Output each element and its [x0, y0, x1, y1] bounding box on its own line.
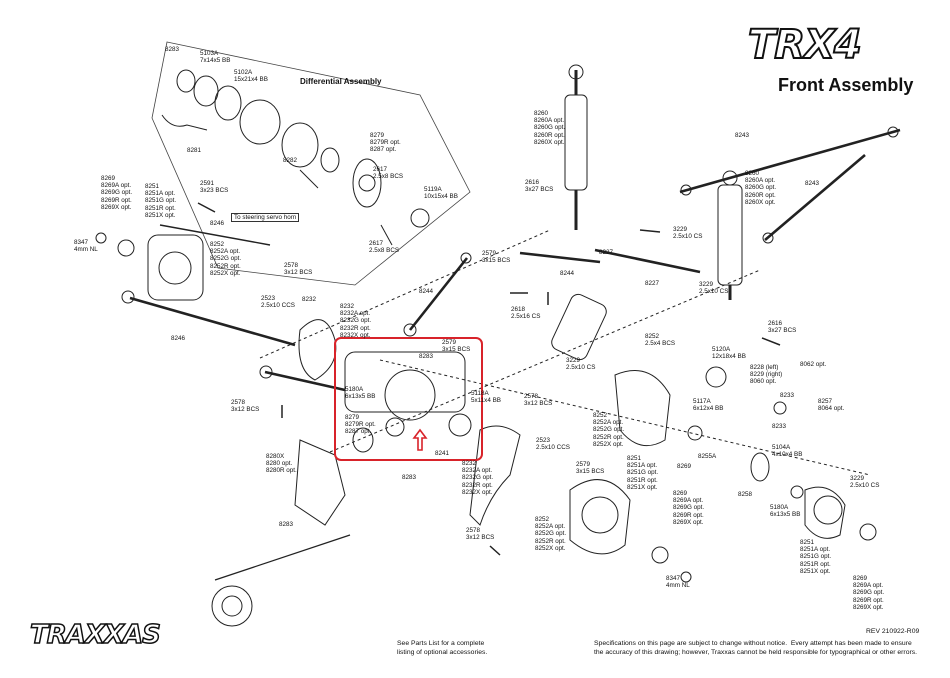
part-label: 8246	[171, 335, 186, 342]
highlight-box	[334, 337, 483, 461]
part-label: 8228 (left) 8229 (right) 8060 opt.	[750, 364, 783, 386]
highlight-arrow-icon	[412, 428, 428, 451]
part-label: 8244	[419, 288, 434, 295]
part-label: 2579 3x15 BCS	[576, 461, 605, 476]
part-label: 8282	[283, 157, 298, 164]
part-label: 8255A	[698, 453, 717, 460]
differential-assembly-title: Differential Assembly	[300, 77, 382, 86]
steering-servo-note: To steering servo horn	[231, 213, 300, 222]
part-label: 2579 3x15 BCS	[442, 339, 471, 354]
part-label: 8232	[302, 296, 317, 303]
part-label: 8232 8232A opt. 8232G opt. 8232R opt. 82…	[462, 460, 494, 496]
part-label: 8246	[210, 220, 225, 227]
part-label: 5103A 7x14x5 BB	[200, 50, 231, 65]
part-label: 2578 3x12 BCS	[284, 262, 313, 277]
part-label: 8283	[419, 353, 434, 360]
trx4-logo: TRX4	[747, 21, 863, 69]
part-label: 5119A 10x15x4 BB	[424, 186, 458, 201]
part-label: 2617 2.5x8 BCS	[373, 166, 404, 181]
part-label: 5104A 4x10x4 BB	[772, 444, 803, 459]
part-label: 8227	[645, 280, 660, 287]
part-label: 3229 2.5x10 CS	[566, 357, 596, 372]
revision-text: REV 210922-R09	[866, 628, 920, 635]
part-label: 8347 4mm NL	[666, 575, 690, 590]
traxxas-logo: TRAXXAS	[29, 619, 161, 651]
part-label: 8269 8269A opt. 8269G opt. 8269R opt. 82…	[673, 490, 705, 526]
part-label: 2616 3x27 BCS	[768, 320, 797, 335]
disclaimer-text: Specifications on this page are subject …	[594, 640, 918, 656]
part-label: 8257 8064 opt.	[818, 398, 845, 413]
part-label: 2578 3x12 BCS	[466, 527, 495, 542]
part-label: 5118A 5x11x4 BB	[471, 390, 501, 405]
page-subtitle: Front Assembly	[778, 75, 914, 95]
part-label: 8252 8252A opt. 8252G opt. 8252R opt. 82…	[593, 412, 625, 448]
part-label: 2616 3x27 BCS	[525, 179, 554, 194]
part-label: 5180A 6x13x5 BB	[770, 504, 801, 519]
part-label: 8251 8251A opt. 8251G opt. 8251R opt. 82…	[800, 539, 832, 575]
part-label: 8260 8260A opt. 8260G opt. 8260R opt. 82…	[534, 110, 566, 146]
part-label: 8233	[780, 392, 795, 399]
part-label: 8252 8252A opt. 8252G opt. 8252R opt. 82…	[210, 241, 242, 277]
part-label: 8251 8251A opt. 8251G opt. 8251R opt. 82…	[627, 455, 659, 491]
part-label: 2591 3x23 BCS	[200, 180, 229, 195]
part-label: 8258	[738, 491, 753, 498]
part-label: 2578 3x12 BCS	[231, 399, 260, 414]
part-label: 5102A 15x21x4 BB	[234, 69, 268, 84]
part-label: 8283	[402, 474, 417, 481]
part-label: 8279 8279R opt. 8287 opt.	[345, 414, 376, 436]
part-label: 8227	[599, 249, 614, 256]
part-label: 5180A 6x13x5 BB	[345, 386, 376, 401]
part-label: 8283	[165, 46, 180, 53]
part-label: 8243	[805, 180, 820, 187]
part-label: 8232 8232A opt. 8232G opt. 8232R opt. 82…	[340, 303, 372, 339]
part-label: 3229 2.5x10 CS	[673, 226, 703, 241]
part-label: 5117A 6x12x4 BB	[693, 398, 724, 413]
part-label: 8283	[279, 521, 294, 528]
part-label: 2578 3x12 BCS	[524, 393, 553, 408]
part-label: 8252 8252A opt. 8252G opt. 8252R opt. 82…	[535, 516, 567, 552]
part-label: 8260 8260A opt. 8260G opt. 8260R opt. 82…	[745, 170, 777, 206]
part-label: 8269 8269A opt. 8269G opt. 8269R opt. 82…	[853, 575, 885, 611]
part-label: 8280X 8280 opt. 8280R opt.	[266, 453, 297, 475]
part-label: 8279 8279R opt. 8287 opt.	[370, 132, 401, 154]
part-label: 5120A 12x18x4 BB	[712, 346, 746, 361]
part-label: 8251 8251A opt. 8251G opt. 8251R opt. 82…	[145, 183, 177, 219]
part-label: 8243	[735, 132, 750, 139]
part-label: 8241	[435, 450, 450, 457]
part-label: 8252 2.5x4 BCS	[645, 333, 676, 348]
part-label: 8281	[187, 147, 202, 154]
parts-list-note: See Parts List for a complete listing of…	[397, 640, 488, 656]
part-label: 8347 4mm NL	[74, 239, 98, 254]
part-label: 2523 2.5x10 CCS	[536, 437, 570, 452]
part-label: 8233	[772, 423, 787, 430]
differential-inset-frame	[151, 41, 471, 286]
part-label: 8269	[677, 463, 692, 470]
part-label: 2618 2.5x16 CS	[511, 306, 541, 321]
part-label: 8062 opt.	[800, 361, 827, 368]
part-label: 8244	[560, 270, 575, 277]
part-label: 3229 2.5x10 CS	[850, 475, 880, 490]
part-label: 8269 8269A opt. 8269G opt. 8269R opt. 82…	[101, 175, 133, 211]
part-label: 3229 2.5x10 CS	[699, 281, 729, 296]
part-label: 2617 2.5x8 BCS	[369, 240, 400, 255]
part-label: 2523 2.5x10 CCS	[261, 295, 295, 310]
part-label: 2579 3x15 BCS	[482, 250, 511, 265]
